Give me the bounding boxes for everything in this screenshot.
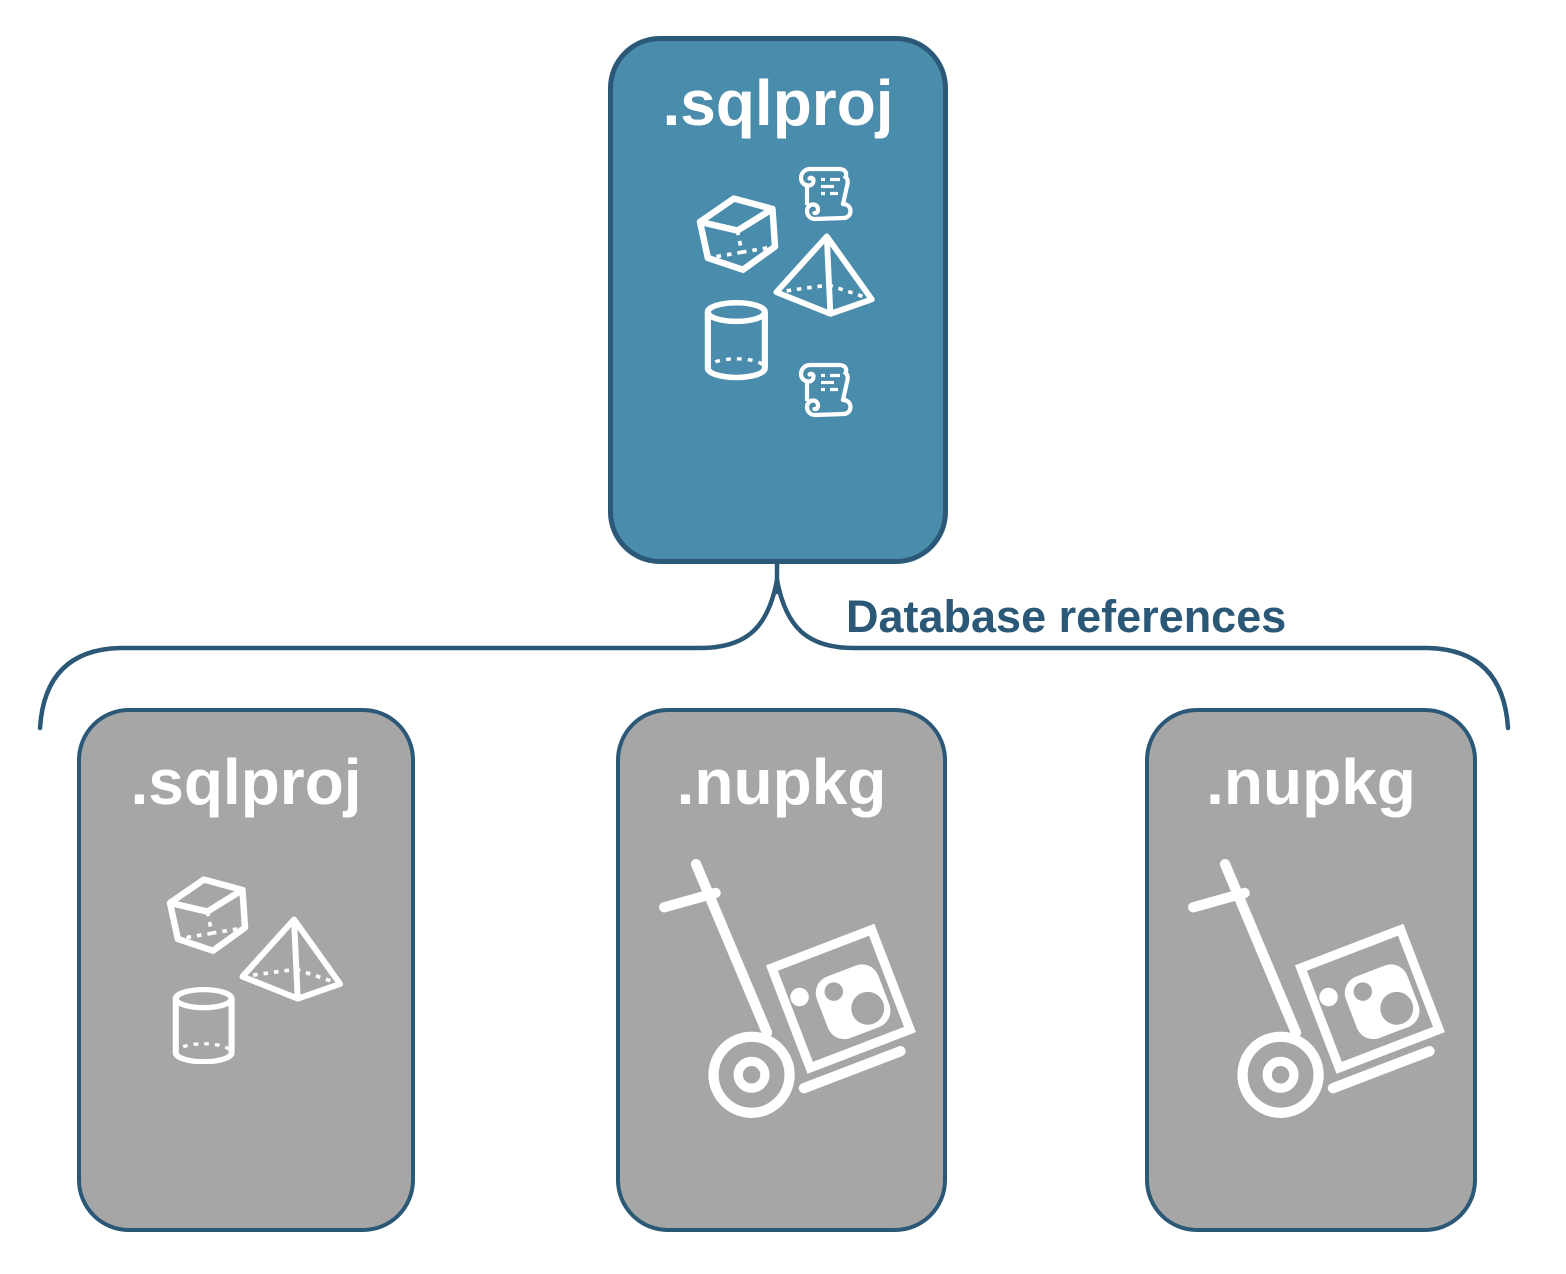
nuget-package-hand-truck-icon: [1185, 858, 1447, 1120]
cylinder-icon: [176, 990, 232, 1062]
sql-project-objects-icon: [691, 161, 883, 433]
root-node-sqlproj: .sqlproj: [608, 36, 948, 564]
nuget-package-hand-truck-icon: [656, 858, 918, 1120]
cube-icon: [697, 193, 780, 274]
pyramid-icon: [776, 236, 871, 313]
pyramid-icon: [243, 920, 341, 999]
hand-truck-icon: [664, 864, 910, 1113]
child-node-sqlproj: .sqlproj: [77, 708, 415, 1232]
child-node-nupkg-2: .nupkg: [1145, 708, 1477, 1232]
sql-project-objects-icon: [161, 870, 343, 1064]
script-scroll-icon: [801, 365, 851, 415]
cube-icon: [167, 874, 250, 955]
hand-truck-icon: [1193, 864, 1439, 1113]
node-title: .nupkg: [676, 746, 887, 818]
cylinder-icon: [708, 303, 765, 378]
script-scroll-icon: [801, 169, 851, 219]
connector-label: Database references: [846, 591, 1287, 642]
node-title: .nupkg: [1206, 746, 1416, 818]
node-title: .sqlproj: [130, 746, 362, 818]
child-node-nupkg-1: .nupkg: [616, 708, 947, 1232]
node-title: .sqlproj: [662, 67, 894, 139]
brace-path: [37, 579, 1511, 731]
